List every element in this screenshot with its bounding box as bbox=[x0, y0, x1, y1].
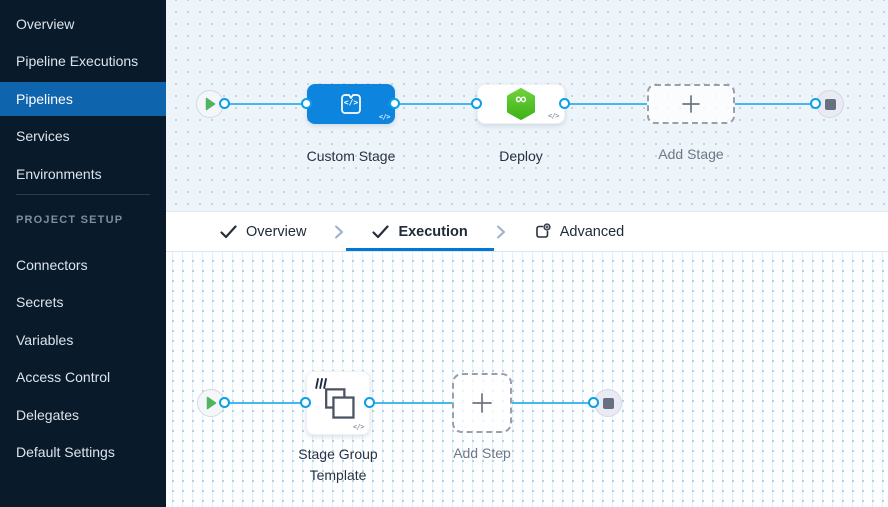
stage-config-tabbar: Overview Execution bbox=[166, 211, 888, 252]
stage-group-template-node[interactable]: </> bbox=[306, 371, 370, 435]
custom-stage-label[interactable]: Custom Stage bbox=[306, 148, 396, 164]
tab-advanced-label: Advanced bbox=[559, 223, 625, 240]
main-area: </> </> ∞ </> bbox=[166, 0, 888, 507]
sidebar-item-services[interactable]: Services bbox=[16, 128, 70, 144]
stage-pipeline-canvas[interactable]: </> </> ∞ </> bbox=[166, 0, 888, 211]
code-brackets-icon: </> bbox=[343, 98, 359, 107]
port-end-in[interactable] bbox=[810, 98, 821, 109]
edge-add-stage-to-end bbox=[735, 103, 816, 105]
infinity-glyph: ∞ bbox=[515, 91, 527, 108]
custom-stage-icon bbox=[341, 94, 361, 114]
add-step-label[interactable]: Add Step bbox=[453, 445, 511, 461]
execution-end-node[interactable] bbox=[594, 389, 622, 417]
edge-start-to-stage-group bbox=[225, 402, 306, 404]
sidebar-item-pipelines[interactable]: Pipelines bbox=[0, 81, 166, 116]
sidebar-item-pipeline-executions[interactable]: Pipeline Executions bbox=[16, 53, 139, 69]
check-icon bbox=[220, 224, 237, 238]
sidebar-item-default-settings[interactable]: Default Settings bbox=[16, 444, 115, 460]
stop-icon bbox=[602, 397, 614, 409]
edge-custom-stage-to-deploy bbox=[395, 103, 477, 105]
edge-deploy-to-add-stage bbox=[565, 103, 647, 105]
yaml-code-icon[interactable]: </> bbox=[547, 112, 560, 120]
port-start-out[interactable] bbox=[219, 98, 230, 109]
tab-advanced[interactable]: Advanced bbox=[508, 212, 651, 251]
add-stage-button[interactable] bbox=[647, 84, 735, 124]
deploy-stage-node[interactable]: ∞ </> bbox=[477, 84, 565, 124]
chevron-right-icon bbox=[494, 212, 508, 251]
sidebar: Overview Pipeline Executions Pipelines S… bbox=[0, 0, 166, 507]
edge-add-step-to-end bbox=[512, 402, 594, 404]
pipeline-start-node[interactable] bbox=[196, 90, 224, 118]
sidebar-item-environments[interactable]: Environments bbox=[16, 165, 102, 182]
port-exec-end-in[interactable] bbox=[588, 397, 599, 408]
template-badge-icon bbox=[315, 378, 327, 389]
edge-start-to-custom-stage bbox=[225, 103, 307, 105]
tab-execution-label: Execution bbox=[398, 223, 468, 240]
play-icon bbox=[206, 396, 217, 410]
port-stage-group-in[interactable] bbox=[300, 397, 311, 408]
deploy-stage-label[interactable]: Deploy bbox=[499, 148, 543, 164]
port-custom-stage-in[interactable] bbox=[301, 98, 312, 109]
sidebar-item-delegates[interactable]: Delegates bbox=[16, 406, 80, 423]
stage-group-icon bbox=[325, 388, 355, 419]
stage-group-template-label[interactable]: Stage Group Template bbox=[298, 446, 378, 483]
yaml-code-icon[interactable]: </> bbox=[378, 113, 391, 121]
edge-stage-group-to-add-step bbox=[370, 402, 452, 404]
yaml-code-icon[interactable]: </> bbox=[352, 423, 365, 431]
port-custom-stage-out[interactable] bbox=[389, 98, 400, 109]
add-step-button[interactable] bbox=[452, 373, 512, 433]
chevron-right-icon bbox=[332, 212, 346, 251]
pipeline-end-node[interactable] bbox=[816, 90, 844, 118]
project-setup-section-label: PROJECT SETUP bbox=[16, 213, 124, 226]
port-stage-group-out[interactable] bbox=[364, 397, 375, 408]
deploy-cd-icon: ∞ bbox=[504, 87, 538, 121]
plus-icon bbox=[472, 393, 492, 413]
advanced-icon bbox=[535, 223, 551, 238]
check-icon bbox=[372, 224, 390, 238]
port-exec-start-out[interactable] bbox=[219, 397, 230, 408]
add-stage-label[interactable]: Add Stage bbox=[658, 146, 724, 162]
tab-overview-label: Overview bbox=[246, 223, 307, 240]
sidebar-item-secrets[interactable]: Secrets bbox=[16, 294, 64, 310]
sidebar-item-access-control[interactable]: Access Control bbox=[16, 369, 111, 385]
sidebar-divider bbox=[16, 194, 150, 195]
port-deploy-out[interactable] bbox=[559, 98, 570, 109]
tab-overview[interactable]: Overview bbox=[194, 212, 332, 251]
stop-icon bbox=[824, 98, 836, 110]
sidebar-item-variables[interactable]: Variables bbox=[16, 331, 74, 348]
sidebar-item-connectors[interactable]: Connectors bbox=[16, 256, 88, 273]
play-icon bbox=[205, 97, 216, 111]
tab-execution[interactable]: Execution bbox=[346, 212, 493, 251]
custom-stage-node[interactable]: </> </> bbox=[307, 84, 395, 124]
port-deploy-in[interactable] bbox=[471, 98, 482, 109]
execution-canvas[interactable]: </> Stage Group Template Add Step bbox=[166, 252, 888, 507]
plus-icon bbox=[682, 95, 700, 113]
sidebar-item-overview[interactable]: Overview bbox=[16, 15, 75, 32]
